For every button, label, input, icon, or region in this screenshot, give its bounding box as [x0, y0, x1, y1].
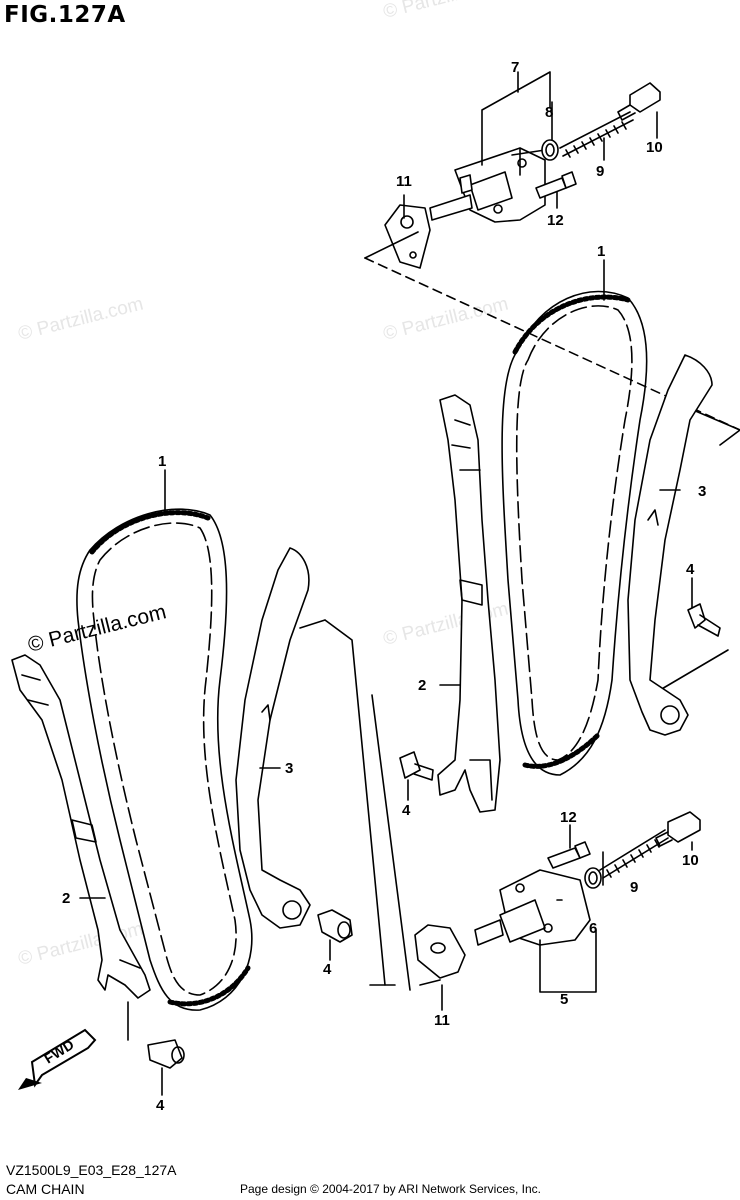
callout-8: 8	[545, 104, 553, 121]
reference-line	[364, 257, 740, 431]
figure-code: VZ1500L9_E03_E28_127A	[6, 1162, 177, 1178]
watermark: © Partzilla.com	[381, 294, 510, 345]
callout-3: 3	[285, 760, 293, 777]
washer-6	[584, 867, 602, 889]
bolt-4-bottom	[147, 1039, 185, 1069]
rear-tensioner-arm	[627, 354, 713, 736]
bolt-4-rear	[687, 603, 721, 637]
credit-line: Page design © 2004-2017 by ARI Network S…	[240, 1182, 542, 1196]
mount-bolt-12	[535, 171, 577, 199]
bolt-4-left-arm	[317, 909, 353, 943]
bolt-4-center	[399, 751, 434, 781]
callout-4: 4	[323, 961, 332, 978]
callout-9: 9	[630, 879, 638, 896]
callout-3: 3	[698, 483, 706, 500]
watermark: © Partzilla.com	[381, 0, 510, 23]
callout-2: 2	[418, 677, 426, 694]
callout-12: 12	[547, 212, 564, 229]
washer-8	[541, 139, 559, 161]
front-chain-guide	[11, 654, 151, 999]
callout-6: 6	[589, 920, 597, 937]
callout-10: 10	[682, 852, 699, 869]
front-tensioner-arm	[235, 547, 311, 929]
reference-line	[659, 649, 729, 691]
fwd-arrow-icon: FWD	[18, 1028, 97, 1090]
callout-9: 9	[596, 163, 604, 180]
front-cam-chain-tensioner	[414, 869, 591, 979]
callout-10: 10	[646, 139, 663, 156]
callout-4: 4	[686, 561, 695, 578]
callout-1: 1	[158, 453, 166, 470]
callout-2: 2	[62, 890, 70, 907]
figure-name: CAM CHAIN	[6, 1181, 85, 1197]
front-cam-chain	[76, 508, 253, 1011]
spring-9	[559, 111, 634, 158]
watermark: © Partzilla.com	[16, 294, 145, 345]
spring-9-front	[599, 829, 669, 879]
cap-bolt-10	[617, 82, 661, 121]
callout-1: 1	[597, 243, 605, 260]
mount-bolt-12-front	[547, 841, 591, 869]
rear-cam-chain	[501, 290, 648, 776]
figure-title: FIG.127A	[4, 2, 126, 28]
callout-12: 12	[560, 809, 577, 826]
cap-bolt-10-front	[655, 811, 701, 847]
callout-4: 4	[402, 802, 411, 819]
callout-5: 5	[560, 991, 568, 1008]
callout-11: 11	[396, 173, 412, 190]
callout-7: 7	[511, 59, 519, 76]
callout-4: 4	[156, 1097, 165, 1114]
reference-line	[364, 231, 419, 259]
callout-11: 11	[434, 1012, 450, 1029]
rear-chain-guide	[437, 394, 501, 813]
rear-cam-chain-tensioner	[384, 147, 546, 269]
callout-labels: 1 1 2 2 3 3 4 4 4 4 5 6 7 8 9 9 10 10 11…	[62, 59, 706, 1114]
